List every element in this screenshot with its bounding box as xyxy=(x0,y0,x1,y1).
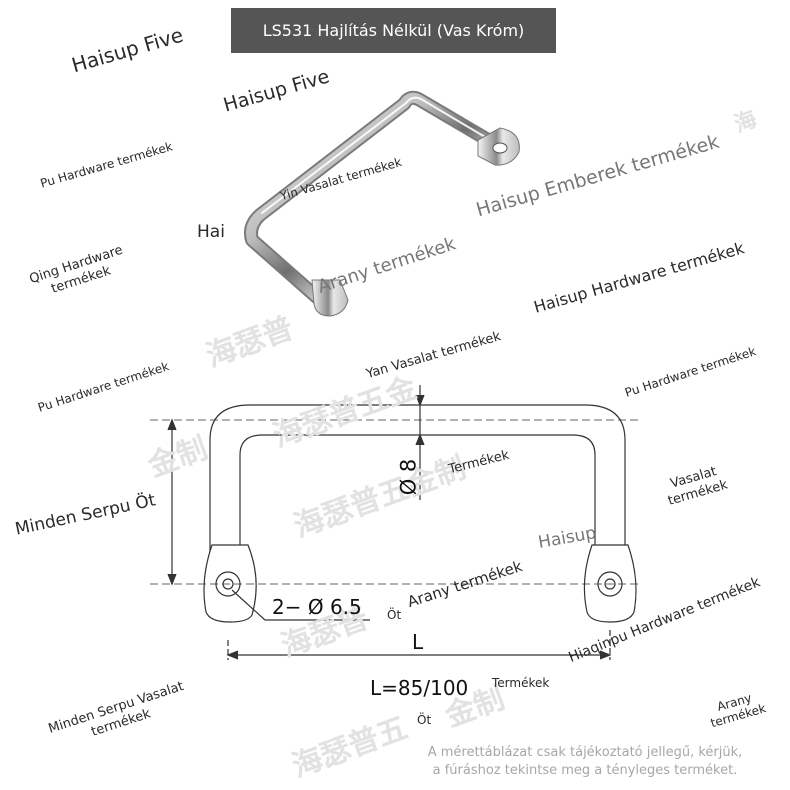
product-title: LS531 Hajlítás Nélkül (Vas Króm) xyxy=(231,8,556,53)
dimension-holes: 2− Ø 6.5 xyxy=(272,595,362,619)
drawing-handle-outline xyxy=(209,404,626,560)
drawing-foot-left xyxy=(203,544,257,623)
watermark-hai: Hai xyxy=(197,222,225,242)
dimension-length-values: L=85/100 xyxy=(370,676,469,700)
disclaimer-note: A mérettáblázat csak tájékoztató jellegű… xyxy=(427,745,743,778)
handle-photo-foot-left xyxy=(311,279,349,317)
dimension-length-symbol: L xyxy=(412,630,424,654)
dimension-diameter: Ø 8 xyxy=(396,458,421,496)
watermark-ot-1: Öt xyxy=(387,608,402,622)
drawing-handle-inner xyxy=(239,434,596,560)
drawing-foot-right xyxy=(583,544,637,623)
watermark-ot-2: Öt xyxy=(417,713,432,727)
watermark-termekek-2: Termékek xyxy=(492,676,550,690)
